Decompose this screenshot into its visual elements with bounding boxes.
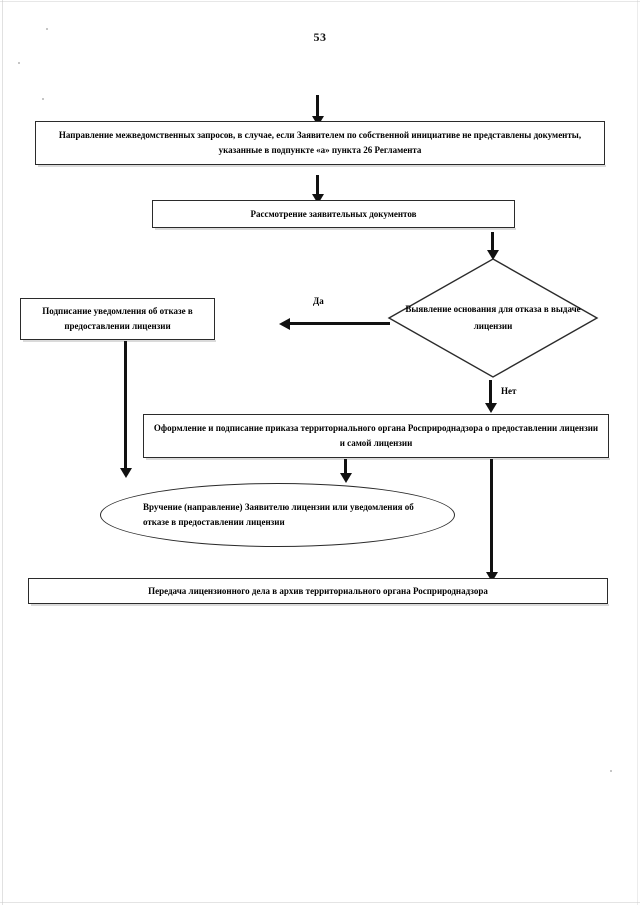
- process-node-archive-license-file: Передача лицензионного дела в архив терр…: [28, 578, 609, 606]
- node-text: Направление межведомственных запросов, в…: [58, 130, 582, 155]
- node-text: Оформление и подписание приказа территор…: [153, 423, 599, 448]
- scan-edge-right: [637, 0, 638, 905]
- scan-edge-left: [2, 0, 3, 905]
- node-text: Рассмотрение заявительных документов: [250, 208, 417, 219]
- diamond-shape: [387, 258, 599, 378]
- scan-speck: [46, 28, 48, 30]
- decision-node-refusal-grounds: Выявление основания для отказа в выдаче …: [387, 258, 599, 378]
- scan-edge-bottom: [0, 902, 640, 903]
- node-text: Вручение (направление) Заявителю лицензи…: [143, 502, 414, 527]
- node-text: Подписание уведомления об отказе в предо…: [42, 306, 193, 331]
- terminator-node-deliver-license: Вручение (направление) Заявителю лицензи…: [100, 483, 455, 547]
- page-number: 53: [313, 30, 327, 44]
- scan-speck: [18, 62, 20, 64]
- process-node-interagency-requests: Направление межведомственных запросов, в…: [35, 121, 606, 167]
- scan-edge-top: [0, 1, 640, 2]
- edge-label-yes: Да: [313, 296, 324, 306]
- scan-speck: [610, 770, 612, 772]
- node-text: Передача лицензионного дела в архив терр…: [148, 585, 488, 596]
- scan-speck: [42, 98, 44, 100]
- process-node-issue-license-order: Оформление и подписание приказа территор…: [143, 414, 610, 460]
- node-text: Выявление основания для отказа в выдаче …: [405, 303, 581, 331]
- process-node-review-documents: Рассмотрение заявительных документов: [152, 200, 516, 230]
- edge-label-no: Нет: [501, 386, 517, 396]
- process-node-sign-refusal-notice: Подписание уведомления об отказе в предо…: [20, 298, 216, 342]
